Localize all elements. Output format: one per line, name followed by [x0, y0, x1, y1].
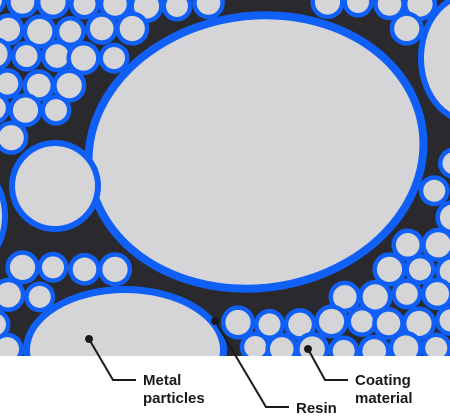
metal-particle-small: [439, 309, 450, 332]
metal-particle-small: [9, 254, 36, 280]
metal-particle-small: [0, 314, 6, 335]
metal-particle-small: [394, 15, 420, 42]
metal-particle-small: [377, 0, 402, 16]
label-metal-line1: Metal: [143, 372, 181, 389]
metal-particle-small: [347, 0, 369, 13]
label-resin: Resin: [296, 400, 337, 417]
metal-particle-small: [28, 285, 51, 308]
metal-particle-small: [314, 0, 341, 15]
metal-particle-small: [42, 256, 64, 279]
metal-particle-small: [362, 284, 388, 310]
metal-particle-small: [442, 152, 450, 174]
metal-particle-small: [376, 256, 403, 282]
metal-particle-small: [27, 18, 53, 45]
metal-particle-small: [45, 44, 69, 68]
metal-particle-small: [258, 313, 281, 336]
label-metal-line2: particles: [143, 390, 205, 407]
metal-particle-small: [407, 0, 433, 17]
metal-particle-small: [45, 99, 67, 122]
leader-line-resin: [214, 320, 289, 408]
metal-particle-small: [395, 282, 418, 305]
metal-particle-left-edge: [0, 184, 8, 248]
metal-particle-small: [423, 179, 446, 202]
large-metal-particle-center: [84, 11, 428, 293]
metal-particle-small: [0, 337, 20, 356]
metal-particle-small: [196, 0, 221, 15]
metal-particle-small: [103, 47, 125, 70]
metal-particle-small: [102, 256, 128, 282]
metal-particle-small: [409, 258, 431, 281]
metal-particle-small: [12, 97, 39, 123]
metal-particle-small: [59, 20, 82, 43]
medium-metal-particle-left: [9, 140, 101, 232]
metal-particle-small: [0, 72, 19, 95]
metal-particle-small: [269, 337, 294, 356]
metal-particle-small: [332, 339, 355, 356]
metal-particle-small: [40, 0, 66, 15]
metal-particle-small: [10, 0, 35, 14]
large-metal-particle-right-edge: [418, 0, 450, 119]
metal-particle-small: [425, 282, 450, 306]
particle-coating-shell: [0, 0, 7, 13]
leader-coating: [304, 345, 348, 381]
metal-particle-small: [26, 73, 51, 98]
metal-particle-small: [89, 16, 114, 41]
label-coating-line1: Coating: [355, 372, 411, 389]
metal-particle-small: [0, 282, 21, 308]
large-metal-particle-bottom-left: [23, 286, 227, 356]
metal-particle-small: [406, 310, 432, 337]
metal-particle-small: [395, 233, 420, 257]
metal-particle-small: [15, 45, 38, 68]
metal-particle-small: [119, 15, 145, 42]
metal-particle-small: [0, 17, 21, 42]
metal-particle-small: [376, 311, 401, 336]
metal-particle-small: [244, 335, 267, 356]
metal-particle-small: [425, 232, 450, 258]
metal-particle-small: [0, 42, 8, 66]
metal-particle-small: [0, 97, 6, 119]
label-coating-line2: material: [355, 390, 413, 407]
metal-particle-small: [73, 0, 96, 15]
metal-particle-small: [393, 335, 419, 356]
metal-particle-small: [56, 73, 82, 99]
metal-particle-small: [439, 259, 450, 284]
metal-particle-small: [439, 204, 450, 230]
small-particle-group: [0, 0, 450, 356]
metal-particle-small: [166, 0, 188, 17]
metal-particle-small: [288, 312, 312, 337]
metal-particle-small: [425, 336, 448, 356]
metal-particle-small: [70, 45, 97, 71]
metal-particle-small: [318, 308, 345, 335]
leader-line-coating: [307, 348, 348, 381]
metal-particle-small: [332, 285, 357, 309]
leader-line-metal: [88, 338, 136, 381]
metal-particle-small: [351, 310, 373, 333]
leader-resin: [211, 317, 289, 408]
metal-particle-small: [0, 125, 24, 151]
metal-particle-small: [225, 309, 251, 336]
metal-particle-small: [103, 0, 127, 16]
leader-metal-particles: [85, 335, 136, 381]
metal-particle-small: [0, 0, 2, 7]
metal-particle-small: [72, 257, 97, 282]
metal-particle-small: [362, 339, 387, 356]
